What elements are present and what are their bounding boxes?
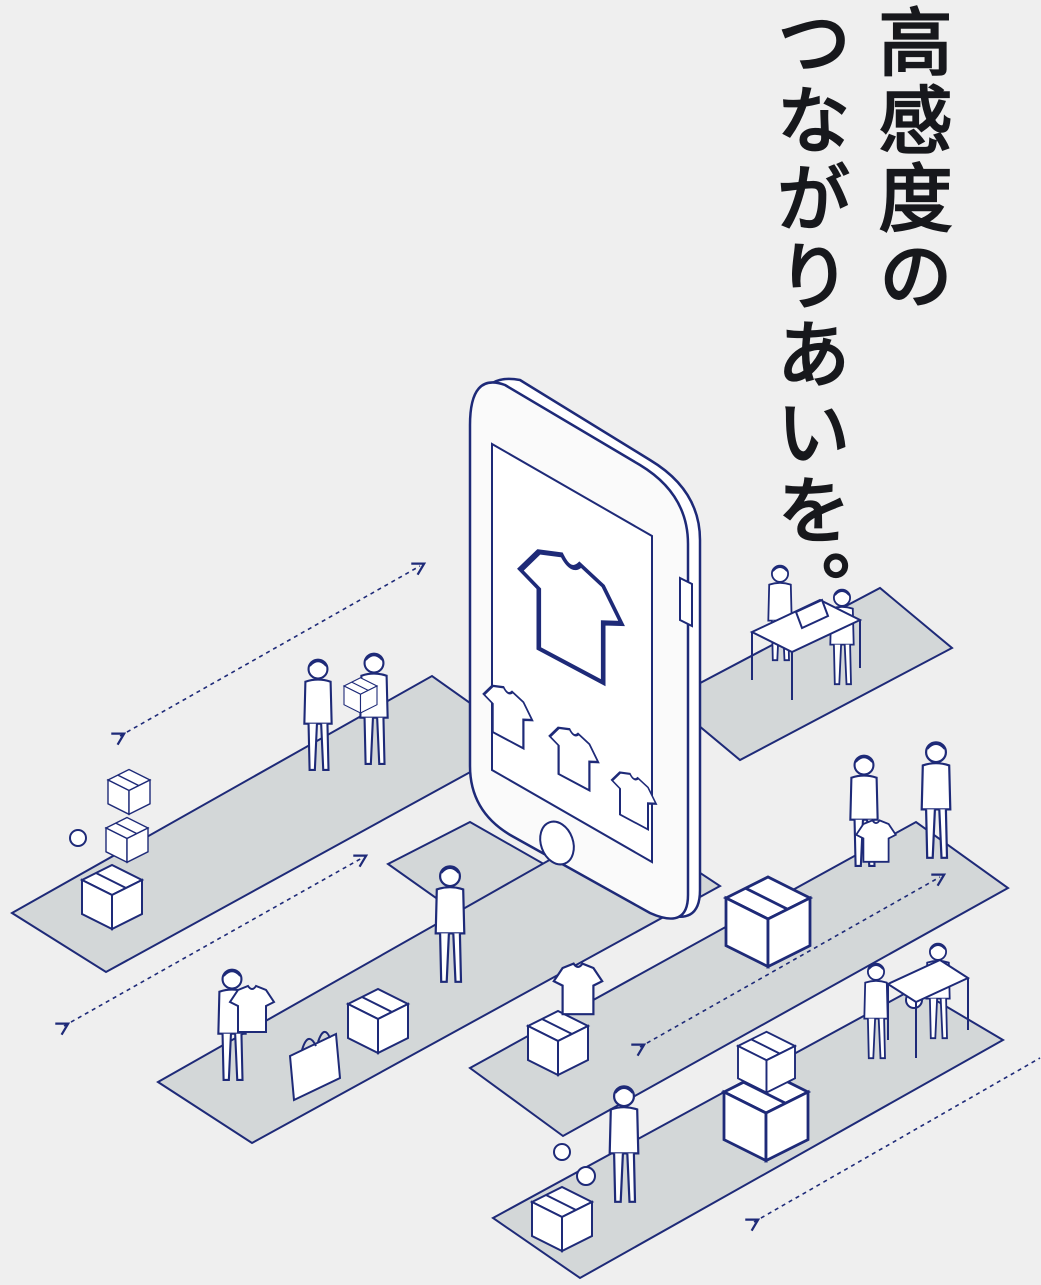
dashed-arrow-icon <box>631 873 947 1057</box>
gift-box-icon <box>347 988 409 1054</box>
cardboard-box-icon <box>105 816 149 863</box>
cardboard-box-icon <box>531 1186 593 1252</box>
cardboard-box-icon <box>737 1030 796 1094</box>
dashed-arrow-icon <box>111 562 427 746</box>
shopping-bag-icon <box>288 1031 342 1102</box>
headline-line-1: 高感度の <box>866 4 952 316</box>
cardboard-box-icon <box>724 875 812 968</box>
apple-icon <box>69 829 923 1186</box>
dashed-arrow-icon <box>55 854 369 1036</box>
dashed-arrow-icon <box>745 1057 1041 1232</box>
headline-line-2: つながりあいを。 <box>764 4 850 628</box>
smartphone-icon <box>468 377 702 920</box>
cardboard-box-icon <box>81 864 143 930</box>
goods <box>69 598 971 1252</box>
cardboard-box-icon <box>527 1010 589 1076</box>
cardboard-box-icon <box>343 677 378 714</box>
cardboard-box-icon <box>107 768 151 815</box>
laptop-icon <box>794 598 830 630</box>
dashed-arrow-icon <box>55 562 1041 1232</box>
